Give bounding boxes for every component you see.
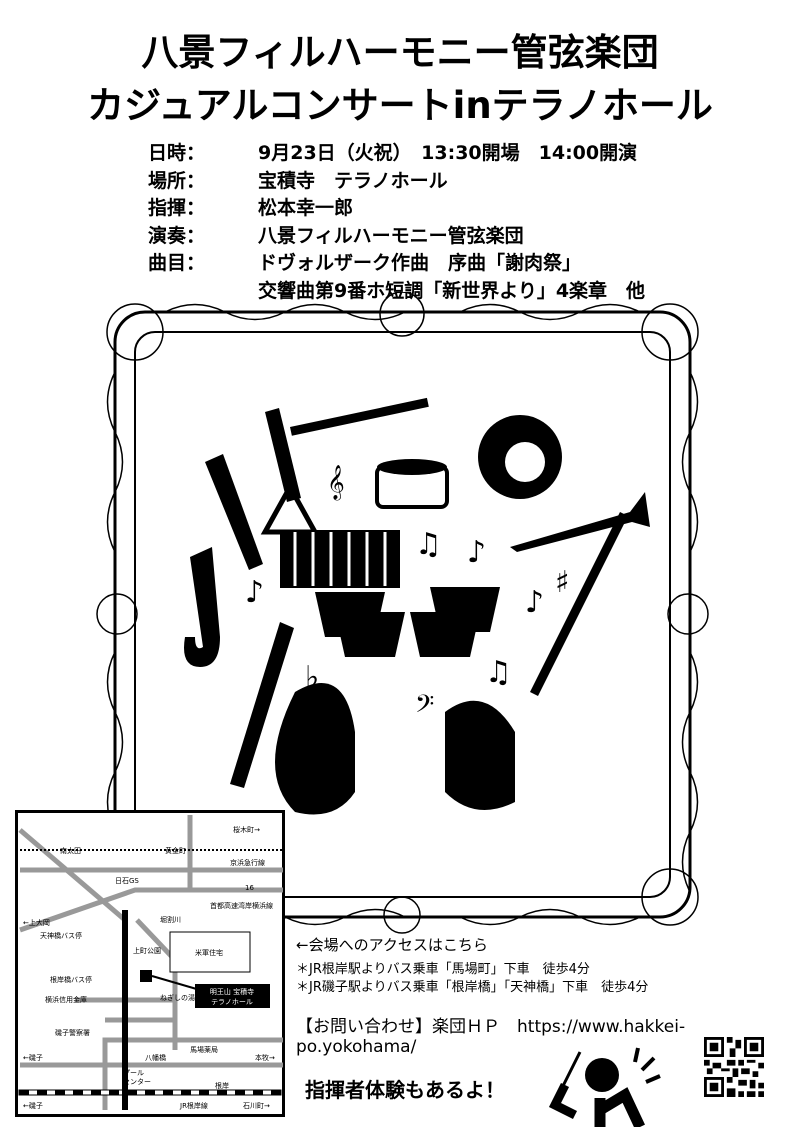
flute-icon <box>290 397 429 436</box>
tuba-icon <box>275 683 355 815</box>
map-label: 本牧→ <box>255 1053 275 1062</box>
map-label: 磯子警察署 <box>55 1028 90 1037</box>
map-label: 根岸 <box>215 1081 229 1090</box>
detail-label: 指揮： <box>148 197 206 219</box>
map-label: 堀割川 <box>160 915 181 924</box>
conductor-figure-icon <box>548 1047 661 1127</box>
ornamental-frame-icon <box>96 292 709 934</box>
concert-details: 日時： 9月23日（火祝） 13:30開場 14:00開演 場所： 宝積寺 テラノホ… <box>148 140 645 305</box>
access-heading: ←会場へのアクセスはこちら <box>296 936 488 954</box>
instruments-illustration: 𝄞 ♫ ♪ ♯ ♪ ♪ ♭ ♫ 𝄢 <box>96 292 709 934</box>
map-label: 天神橋バス停 <box>40 931 82 940</box>
map-label: センター <box>123 1077 151 1086</box>
svg-text:𝄢: 𝄢 <box>415 690 434 725</box>
detail-value: ドヴォルザーク作曲 序曲「謝肉祭」 <box>258 252 582 274</box>
map-label: ←上大岡 <box>23 918 50 927</box>
map-venue-label[interactable]: 明王山 宝積寺 <box>210 987 254 996</box>
qr-code-icon[interactable] <box>704 1037 764 1097</box>
detail-value: 交響曲第9番ホ短調「新世界より」4楽章 他 <box>258 279 646 302</box>
detail-value: 松本幸一郎 <box>258 197 354 219</box>
map-label: 京浜急行線 <box>230 858 265 867</box>
detail-program: 曲目： ドヴォルザーク作曲 序曲「謝肉祭」 <box>148 250 645 278</box>
svg-text:𝄞: 𝄞 <box>327 465 345 501</box>
trombone-icon <box>530 512 628 696</box>
detail-value: 宝積寺 テラノホール <box>258 169 448 192</box>
map-label: 日石GS <box>115 877 139 885</box>
access-map[interactable]: 桜木町→ 南太田 黄金町 京浜急行線 日石GS 16 首都高速湾岸横浜線 ←上大… <box>15 810 285 1117</box>
map-label: ←磯子 <box>23 1101 43 1110</box>
map-label: プール <box>123 1069 144 1077</box>
map-label: 16 <box>245 884 254 892</box>
svg-text:♫: ♫ <box>485 655 512 690</box>
contact-info: 【お問い合わせ】楽団ＨＰ https://www.hakkei-po.yokoh… <box>296 1012 800 1057</box>
map-label: ←磯子 <box>23 1053 43 1062</box>
detail-value: 9月23日（火祝） 13:30開場 14:00開演 <box>258 142 638 164</box>
detail-label: 曲目： <box>148 252 206 274</box>
map-label: 首都高速湾岸横浜線 <box>210 901 273 910</box>
svg-text:♪: ♪ <box>467 535 486 570</box>
map-label: 黄金町 <box>165 846 186 855</box>
detail-performer: 演奏： 八景フィルハーモニー管弦楽団 <box>148 223 645 251</box>
access-note: ＊JR根岸駅よりバス乗車「馬場町」下車 徒歩4分 <box>296 962 590 977</box>
svg-text:♯: ♯ <box>555 565 570 600</box>
music-notes-icon: 𝄞 ♫ ♪ ♯ ♪ ♪ ♭ ♫ 𝄢 <box>245 465 570 725</box>
contact-label: 【お問い合わせ】楽団ＨＰ <box>296 1017 500 1037</box>
detail-program-2: 交響曲第9番ホ短調「新世界より」4楽章 他 <box>148 278 645 306</box>
svg-text:♪: ♪ <box>245 575 264 610</box>
map-label: 米軍住宅 <box>195 948 223 957</box>
oboe-icon <box>230 622 294 788</box>
timpani-icon <box>315 587 500 657</box>
snare-drum-icon <box>375 459 449 509</box>
map-label: 馬場薬局 <box>190 1045 218 1054</box>
map-label: 桜木町→ <box>233 825 260 834</box>
trumpet-icon <box>510 492 650 552</box>
concert-title: カジュアルコンサートinテラノホール <box>87 84 713 127</box>
detail-value: 八景フィルハーモニー管弦楽団 <box>258 224 524 247</box>
map-label: ねぎしの湯 <box>160 993 195 1002</box>
map-label: 石川町→ <box>243 1102 270 1110</box>
recorder-icon <box>265 408 301 502</box>
access-info: ←会場へのアクセスはこちら ＊JR根岸駅よりバス乗車「馬場町」下車 徒歩4分 ＊… <box>296 934 648 997</box>
map-label: 八幡橋 <box>145 1053 166 1062</box>
map-label: 上町公園 <box>133 946 161 955</box>
detail-label: 演奏： <box>148 224 206 247</box>
xylophone-icon <box>280 530 400 588</box>
detail-datetime: 日時： 9月23日（火祝） 13:30開場 14:00開演 <box>148 140 645 168</box>
detail-label: 場所： <box>148 169 206 192</box>
french-horn-icon <box>478 415 562 499</box>
detail-venue: 場所： 宝積寺 テラノホール <box>148 168 645 196</box>
map-label: JR根岸線 <box>179 1101 208 1110</box>
map-label: 横浜信用金庫 <box>45 995 87 1004</box>
svg-text:♫: ♫ <box>415 527 442 562</box>
map-label: 南太田 <box>60 846 81 855</box>
access-note: ＊JR磯子駅よりバス乗車「根岸橋」「天神橋」下車 徒歩4分 <box>296 980 649 995</box>
map-venue-label[interactable]: テラノホール <box>211 998 253 1006</box>
map-label: 根岸橋バス停 <box>50 975 92 984</box>
euphonium-icon <box>445 700 515 810</box>
detail-label: 日時： <box>148 142 206 164</box>
clarinet-icon <box>205 454 263 570</box>
svg-text:♪: ♪ <box>525 585 544 620</box>
website-link[interactable]: https://www.hakkei-po.yokohama/ <box>296 1017 686 1057</box>
svg-text:♭: ♭ <box>305 660 319 695</box>
saxophone-icon <box>184 547 220 667</box>
orchestra-title: 八景フィルハーモニー管弦楽団 <box>141 31 659 74</box>
detail-conductor: 指揮： 松本幸一郎 <box>148 195 645 223</box>
conductor-experience-text: 指揮者体験もあるよ！ <box>305 1078 505 1102</box>
